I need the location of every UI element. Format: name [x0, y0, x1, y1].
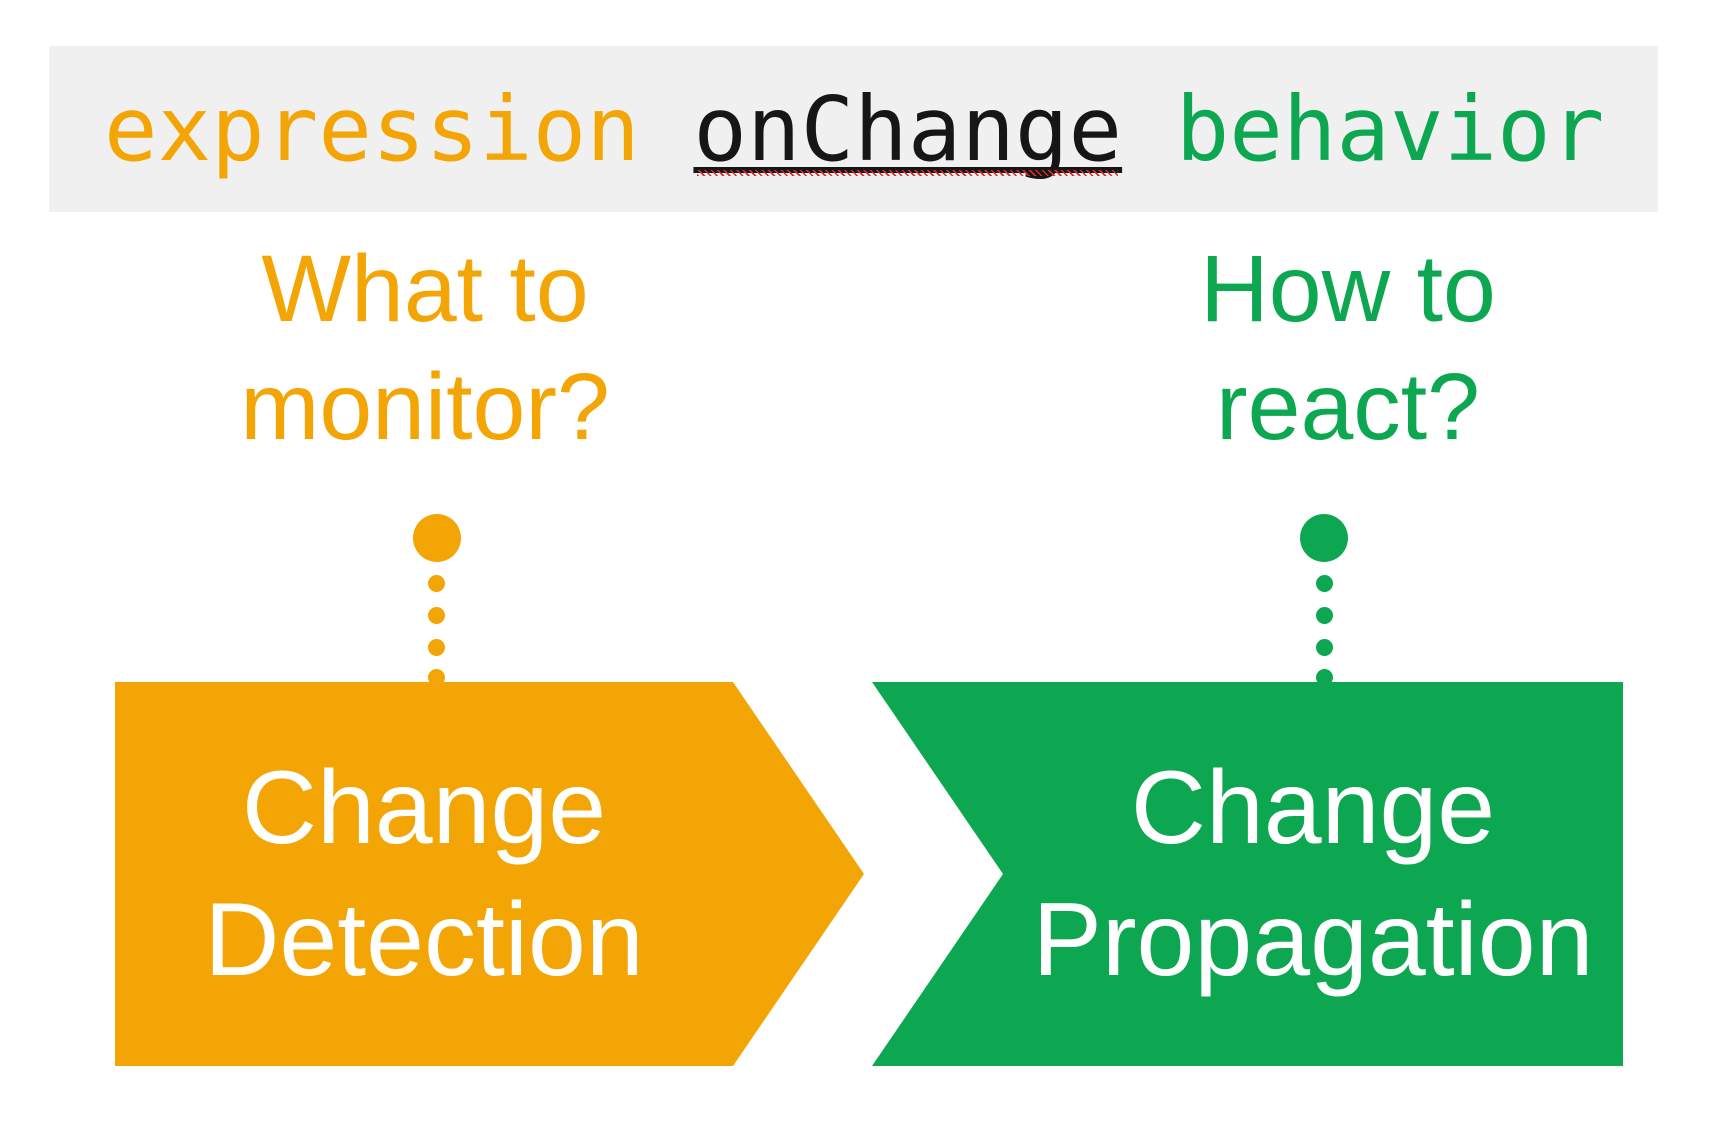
code-token-onchange: onChange — [693, 76, 1123, 181]
connector-dot — [413, 514, 461, 562]
connector-dot — [428, 607, 445, 624]
arrow-label-line: Change — [1130, 750, 1496, 866]
change-detection-label: Change Detection — [115, 682, 733, 1066]
arrow-label-line: Detection — [204, 882, 644, 998]
code-token-expression: expression — [104, 76, 640, 181]
change-detection-arrow-shape — [115, 682, 864, 1066]
connector-dot — [428, 575, 445, 592]
arrow-label-line: Change — [241, 750, 607, 866]
code-line: expression onChange behavior — [104, 76, 1604, 181]
connector-dot — [428, 639, 445, 656]
code-snippet-bar: expression onChange behavior — [49, 46, 1658, 212]
question-line: What to — [261, 236, 589, 342]
connector-dot — [1316, 575, 1333, 592]
arrow-label-line: Propagation — [1032, 882, 1594, 998]
question-how-to-react: How to react? — [1048, 230, 1648, 466]
connector-dot — [1316, 669, 1333, 686]
question-what-to-monitor: What to monitor? — [125, 230, 725, 466]
connector-dot — [1316, 639, 1333, 656]
question-line: react? — [1215, 354, 1481, 460]
question-line: monitor? — [240, 354, 610, 460]
change-propagation-label: Change Propagation — [1003, 682, 1623, 1066]
code-token-behavior: behavior — [1175, 76, 1605, 181]
connector-dot — [428, 669, 445, 686]
connector-dot — [1316, 607, 1333, 624]
connector-dot — [1300, 514, 1348, 562]
change-propagation-arrow-shape — [872, 682, 1623, 1066]
question-line: How to — [1200, 236, 1496, 342]
